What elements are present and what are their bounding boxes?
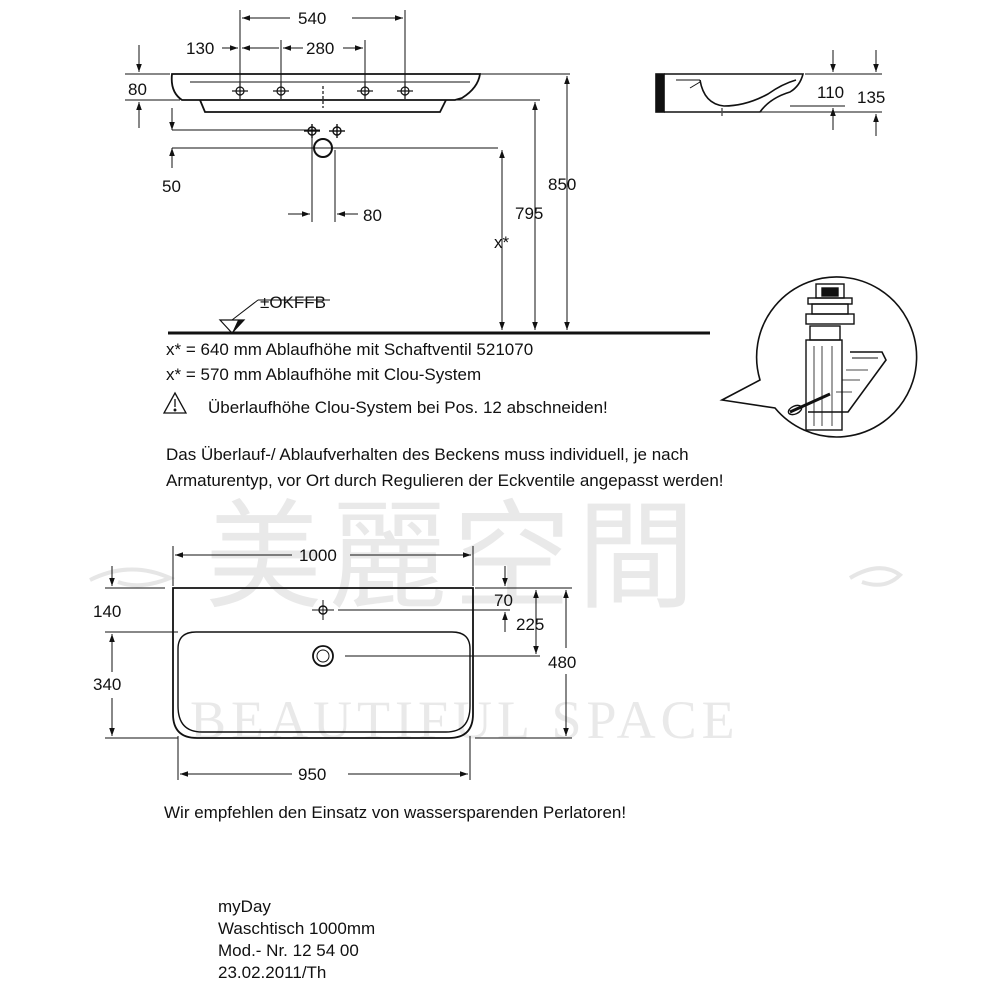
dim-110: 110 [817,83,844,102]
basin-top-outline [172,587,474,739]
valves-and-drain [304,124,345,158]
watermark-latin: BEAUTIFUL SPACE [190,690,740,750]
wall-block [655,73,665,113]
side-view [655,50,882,136]
note-line-1: x* = 640 mm Ablaufhöhe mit Schaftventil … [166,340,533,359]
basin-top-bowl [177,631,471,733]
front-view [125,10,710,335]
top-view [105,546,572,780]
detail-callout [719,276,918,438]
dim-225: 225 [516,615,544,634]
dim-70: 70 [494,591,513,610]
floor-label: ±OKFFB [260,293,326,312]
title-block: myDay Waschtisch 1000mm Mod.- Nr. 12 54 … [218,896,375,984]
note-paragraph-1: Das Überlauf-/ Ablaufverhalten des Becke… [166,445,689,464]
dim-80-drain: 80 [363,206,382,225]
dim-850: 850 [548,175,576,194]
watermark-cjk: 美麗空間 [205,493,701,624]
warning-icon [162,391,188,414]
note-line-2: x* = 570 mm Ablaufhöhe mit Clou-System [166,365,481,384]
dim-80-rim: 80 [128,80,147,99]
basin-front-outline [170,73,482,101]
dim-50: 50 [162,177,181,196]
valve-detail [719,276,918,438]
product-description: Waschtisch 1000mm [218,919,376,938]
basin-side-bowl [699,79,797,107]
dim-480: 480 [548,653,576,672]
notes: x* = 640 mm Ablaufhöhe mit Schaftventil … [162,340,724,490]
product-name: myDay [218,897,271,916]
top-view-labels: 1000 950 140 340 70 225 480 [93,546,576,784]
dim-280: 280 [306,39,334,58]
dim-950: 950 [298,765,326,784]
dim-540: 540 [298,9,326,28]
dim-795: 795 [515,204,543,223]
note-paragraph-2: Armaturentyp, vor Ort durch Regulieren d… [166,471,724,490]
dim-x-star: x* [494,233,510,252]
basin-side-outline [664,73,805,113]
watermark-swirl-left [89,567,176,588]
dim-340: 340 [93,675,121,694]
front-view-labels: 540 130 280 80 50 80 850 795 x* ±OKFFB [128,9,576,312]
watermark: 美麗空間 BEAUTIFUL SPACE [89,493,904,750]
dim-135: 135 [857,88,885,107]
model-number: Mod.- Nr. 12 54 00 [218,941,359,960]
tap-holes [232,83,413,108]
side-view-labels: 110 135 [817,83,885,107]
dim-130: 130 [186,39,214,58]
dim-140: 140 [93,602,121,621]
recommendation-note: Wir empfehlen den Einsatz von wasserspar… [164,803,626,822]
dim-1000: 1000 [299,546,337,565]
note-warning: Überlaufhöhe Clou-System bei Pos. 12 abs… [208,398,608,417]
watermark-swirl-right [848,566,904,587]
basin-front-skirt [199,99,447,113]
drawing-date: 23.02.2011/Th [218,963,327,982]
top-drain [312,645,334,667]
